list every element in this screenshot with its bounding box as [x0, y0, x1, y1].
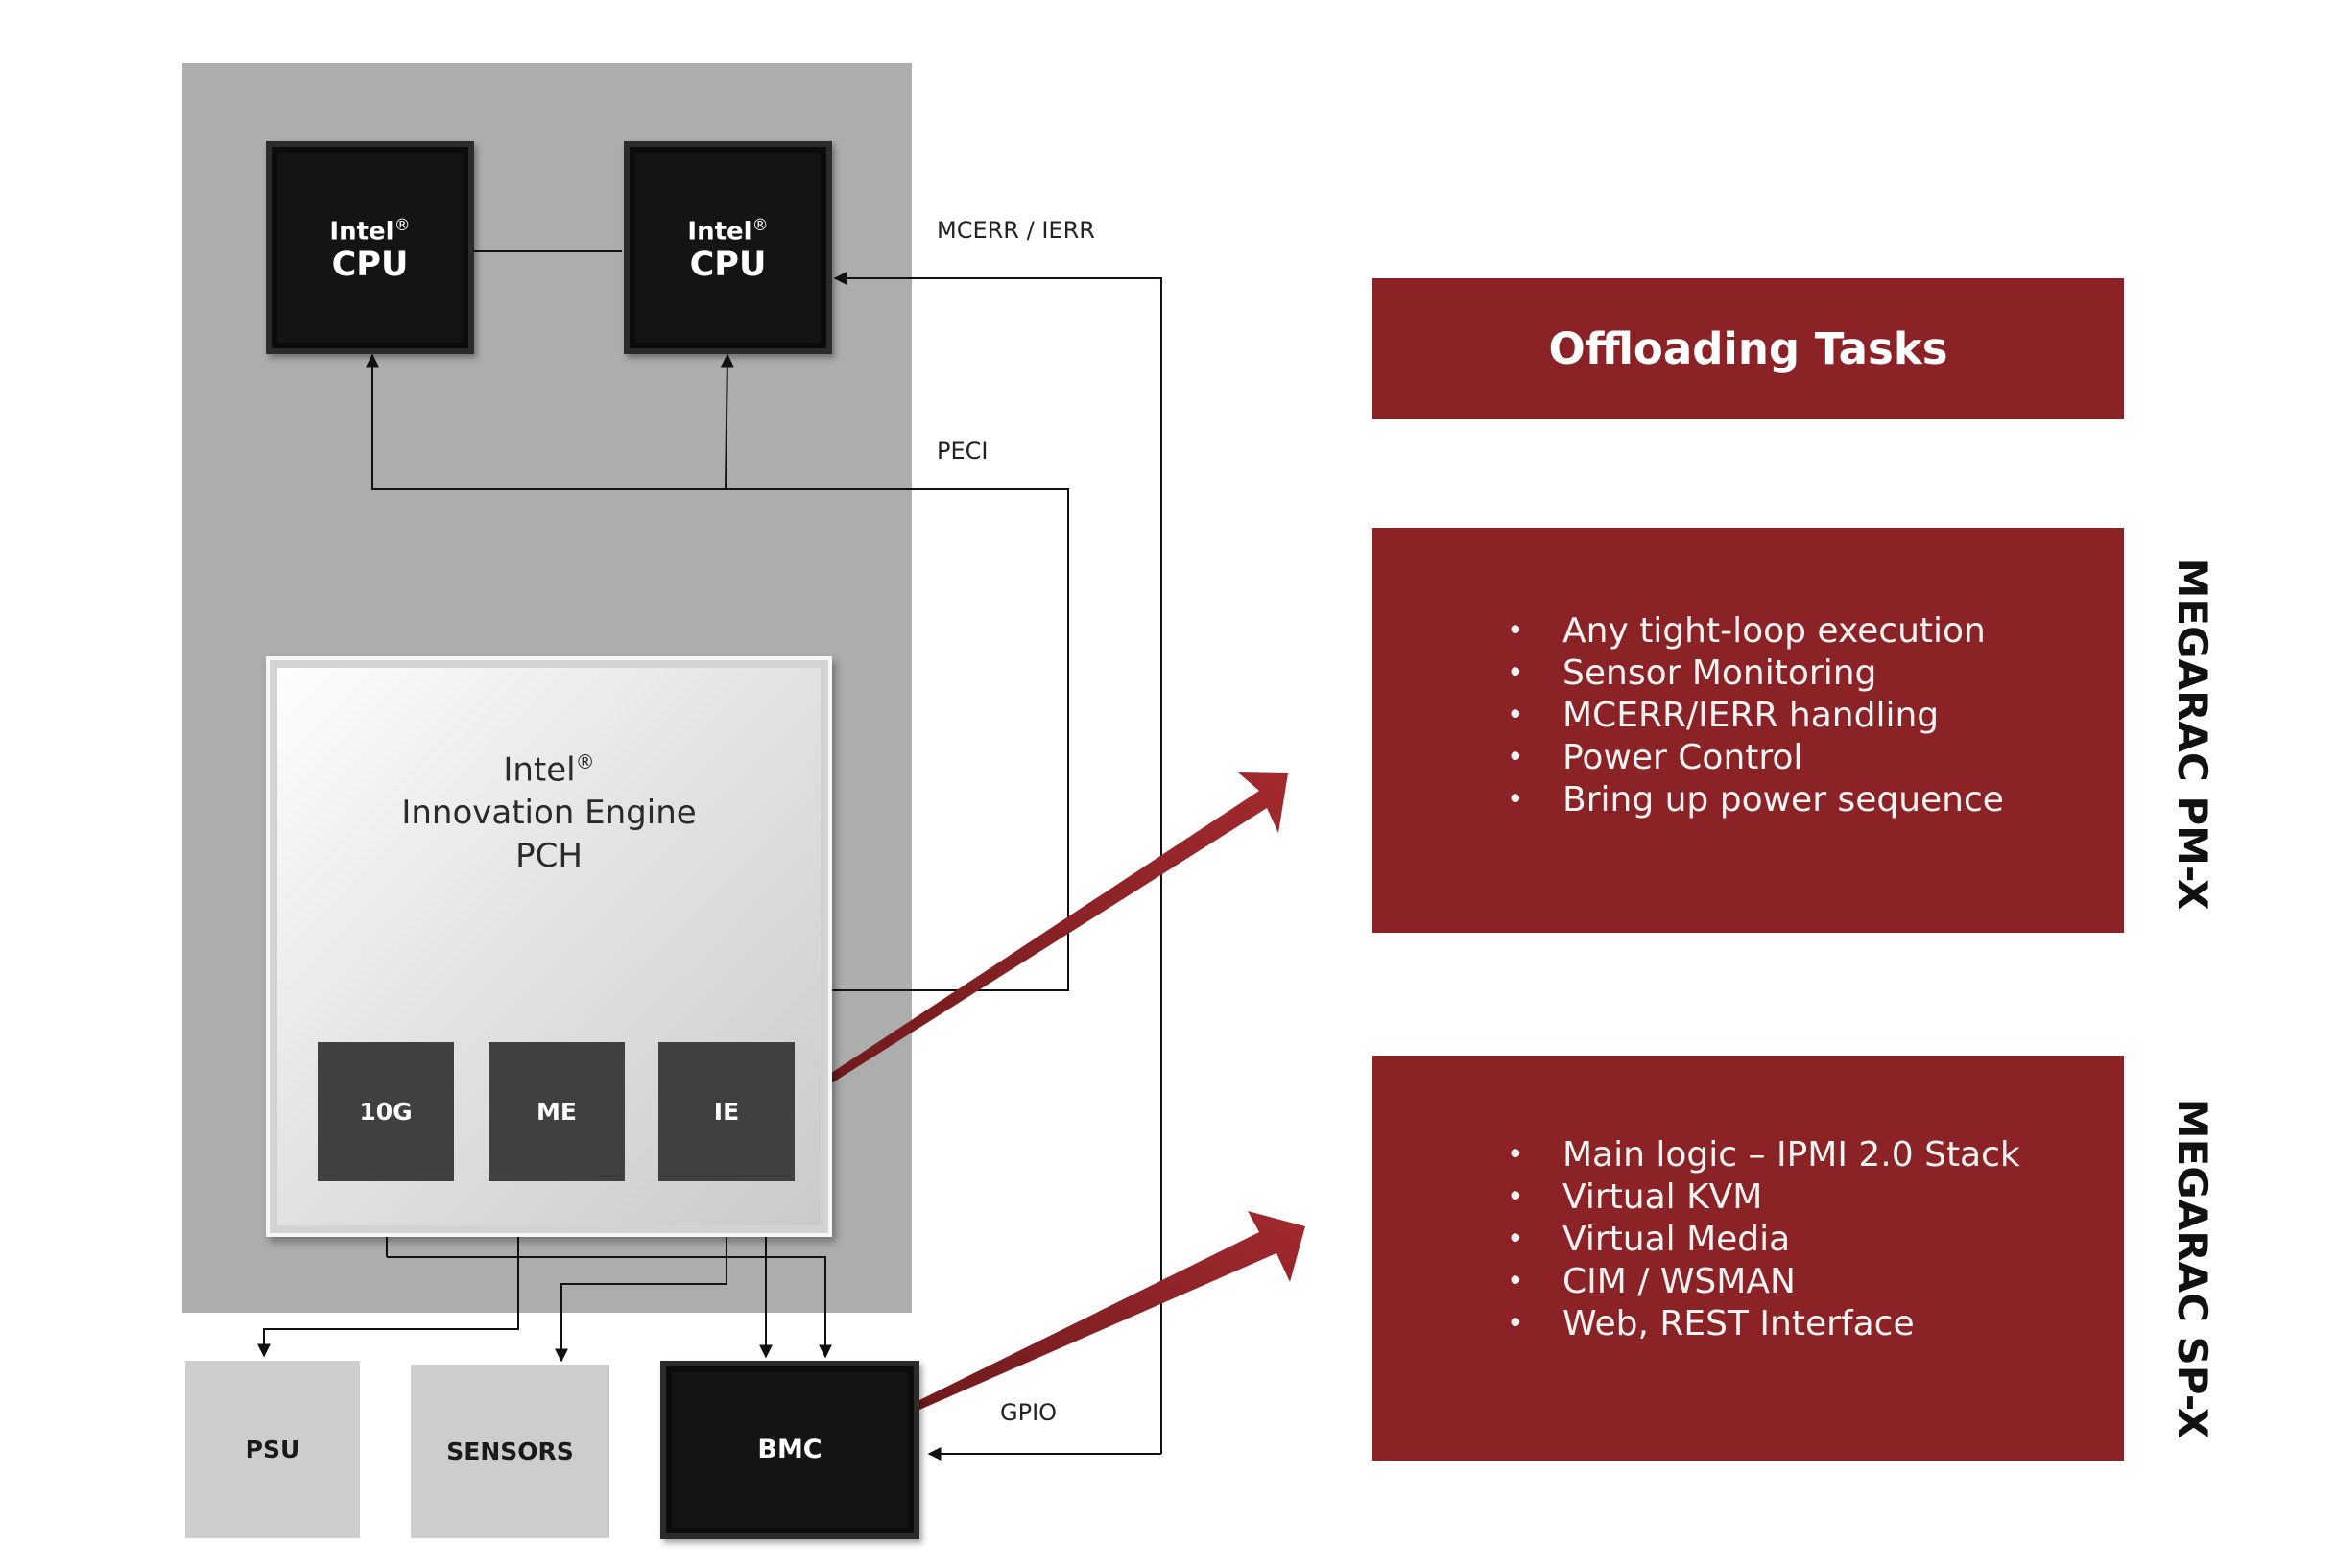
cpu-2-registered-mark: ®: [751, 215, 769, 235]
peci-cpu2-arrow: [720, 353, 734, 490]
mcerr-ierr-label: MCERR / IERR: [937, 217, 1095, 244]
ie-block: IE: [658, 1042, 795, 1181]
cpu-1-chip: Intel® CPU: [266, 141, 474, 354]
cpu-1-brand: Intel: [329, 217, 394, 247]
cpu-1-title: CPU: [331, 246, 409, 285]
megarac-pmx-label: MEGARAC PM-X: [2169, 558, 2217, 911]
pch-brand: Intel: [503, 750, 576, 790]
cpu-2-chip: Intel® CPU: [624, 141, 832, 354]
cpu-2-title: CPU: [689, 246, 767, 285]
pmx-task-item: MCERR/IERR handling: [1507, 695, 2004, 737]
spx-task-item: Virtual KVM: [1507, 1176, 2020, 1219]
psu-box: PSU: [185, 1361, 360, 1538]
pmx-task-item: Bring up power sequence: [1507, 779, 2004, 821]
bmc-to-spx-arrow: [914, 1211, 1305, 1411]
pmx-task-panel: Any tight-loop execution Sensor Monitori…: [1372, 528, 2124, 933]
spx-task-item: Main logic – IPMI 2.0 Stack: [1507, 1134, 2020, 1176]
cpu-1-registered-mark: ®: [393, 215, 411, 235]
spx-task-list: Main logic – IPMI 2.0 Stack Virtual KVM …: [1507, 1134, 2020, 1345]
pch-title: Intel® Innovation Engine PCH: [266, 741, 832, 878]
ie-to-pmx-arrow: [814, 772, 1288, 1092]
pmx-task-item: Any tight-loop execution: [1507, 610, 2004, 653]
offloading-tasks-header: Offloading Tasks: [1372, 278, 2124, 419]
me-block: ME: [489, 1042, 625, 1181]
pch-engine-name: Innovation Engine: [401, 794, 697, 833]
cpu-2-brand: Intel: [687, 217, 752, 247]
gpio-label: GPIO: [1000, 1399, 1058, 1426]
spx-task-item: CIM / WSMAN: [1507, 1261, 2020, 1303]
pch-registered-mark: ®: [575, 750, 595, 773]
megarac-spx-label: MEGARAC SP-X: [2169, 1098, 2217, 1439]
bmc-chip: BMC: [660, 1361, 919, 1539]
spx-task-item: Web, REST Interface: [1507, 1303, 2020, 1345]
pmx-task-item: Power Control: [1507, 737, 2004, 779]
peci-label: PECI: [937, 438, 989, 464]
pmx-task-item: Sensor Monitoring: [1507, 653, 2004, 695]
sensors-box: SENSORS: [411, 1365, 609, 1538]
pmx-task-list: Any tight-loop execution Sensor Monitori…: [1507, 610, 2004, 821]
mcerr-line: [833, 272, 1162, 1454]
10g-bmc-line: [387, 1256, 832, 1359]
pch-name: PCH: [515, 837, 583, 876]
spx-task-item: Virtual Media: [1507, 1219, 2020, 1261]
bmc-label: BMC: [757, 1435, 823, 1464]
spx-task-panel: Main logic – IPMI 2.0 Stack Virtual KVM …: [1372, 1056, 2124, 1461]
10g-block: 10G: [318, 1042, 454, 1181]
